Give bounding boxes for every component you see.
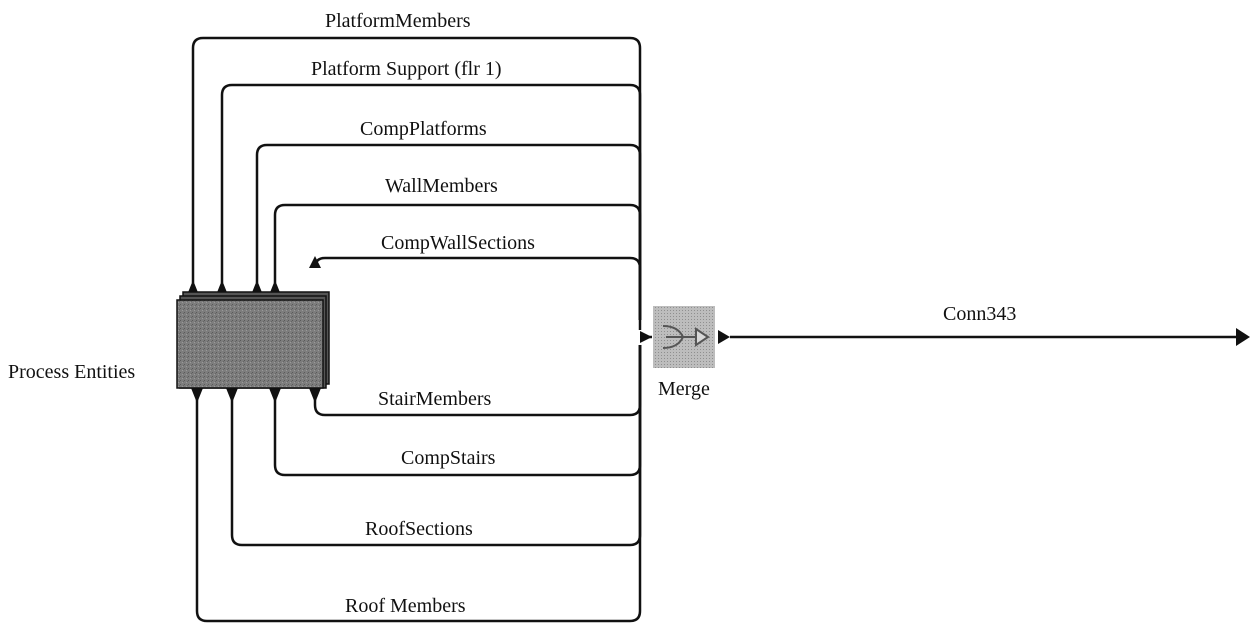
merge-icon bbox=[662, 325, 710, 349]
conn-wallmembers bbox=[273, 203, 642, 320]
conn-label-compstairs: CompStairs bbox=[401, 447, 496, 469]
conn-label-compwallsections: CompWallSections bbox=[381, 232, 535, 254]
merge-block[interactable] bbox=[640, 306, 715, 368]
process-entities-label: Process Entities bbox=[8, 361, 136, 383]
merge-label: Merge bbox=[658, 378, 710, 400]
conn343-label: Conn343 bbox=[943, 303, 1017, 325]
conn-compplatforms bbox=[255, 143, 642, 320]
process-entities-block[interactable] bbox=[176, 291, 330, 389]
conn-label-stairmembers: StairMembers bbox=[378, 388, 492, 410]
conn-roof-members bbox=[195, 345, 642, 623]
conn-label-compplatforms: CompPlatforms bbox=[360, 118, 487, 140]
conn-label-roofsections: RoofSections bbox=[365, 518, 473, 540]
connector-lines bbox=[191, 36, 652, 623]
conn-platform-support bbox=[220, 83, 642, 320]
conn-platformmembers bbox=[191, 36, 642, 320]
conn-label-wallmembers: WallMembers bbox=[385, 175, 498, 197]
conn-label-platform-support: Platform Support (flr 1) bbox=[311, 58, 502, 80]
conn-compwallsections bbox=[313, 256, 642, 330]
conn-label-roof-members: Roof Members bbox=[345, 595, 466, 617]
conn343-line[interactable] bbox=[718, 328, 1250, 346]
conn-label-platformmembers: PlatformMembers bbox=[325, 10, 471, 32]
